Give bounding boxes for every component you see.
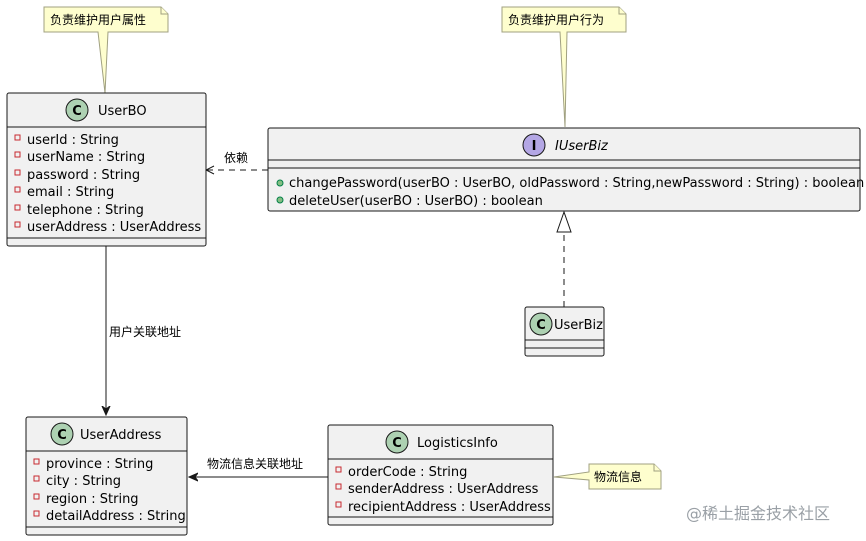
class-userbiz[interactable]: C UserBiz: [524, 306, 605, 357]
field: email : String: [27, 185, 114, 200]
class-logisticsinfo[interactable]: C LogisticsInfo orderCode : String sende…: [327, 424, 554, 526]
userbo-class-name: UserBO: [98, 104, 147, 119]
field: recipientAddress : UserAddress: [348, 500, 551, 515]
svg-text:I: I: [532, 139, 537, 154]
logisticsinfo-class-name: LogisticsInfo: [417, 436, 498, 451]
method: changePassword(userBO : UserBO, oldPassw…: [289, 176, 864, 191]
class-icon: [385, 430, 409, 454]
field: userAddress : UserAddress: [27, 220, 201, 235]
svg-text:C: C: [57, 428, 67, 443]
note-iuserbiz-text: 负责维护用户行为: [508, 12, 604, 27]
class-icon: [50, 422, 74, 446]
userbo-address-association: 用户关联地址: [106, 246, 181, 415]
userbo-address-label: 用户关联地址: [109, 324, 181, 339]
userbo-fields: userId : String userName : String passwo…: [14, 133, 201, 235]
class-useraddress[interactable]: C UserAddress province : String city : S…: [25, 416, 188, 536]
logistics-address-label: 物流信息关联地址: [207, 456, 303, 471]
interface-icon: [522, 133, 546, 157]
interface-iuserbiz[interactable]: I IUserBiz changePassword(userBO : UserB…: [267, 127, 864, 212]
svg-text:C: C: [392, 436, 402, 451]
watermark: @稀土掘金技术社区: [686, 504, 830, 523]
class-userbo[interactable]: C UserBO userId : String userName : Stri…: [6, 92, 207, 247]
note-logistics-text: 物流信息: [594, 469, 642, 484]
useraddress-fields: province : String city : String region :…: [33, 457, 186, 524]
logisticsinfo-fields: orderCode : String senderAddress : UserA…: [335, 465, 551, 515]
field: senderAddress : UserAddress: [348, 482, 539, 497]
field: region : String: [46, 492, 139, 507]
useraddress-class-name: UserAddress: [80, 428, 162, 443]
field: telephone : String: [27, 203, 144, 218]
logistics-address-association: 物流信息关联地址: [189, 456, 328, 477]
iuserbiz-interface-name: IUserBiz: [555, 139, 609, 154]
note-iuserbiz: 负责维护用户行为: [501, 6, 627, 128]
iuserbiz-methods: changePassword(userBO : UserBO, oldPassw…: [276, 176, 864, 209]
field: password : String: [27, 168, 140, 183]
note-logistics: 物流信息: [553, 463, 662, 490]
note-userbo: 负责维护用户属性: [43, 6, 169, 94]
field: detailAddress : String: [46, 509, 186, 524]
dependency-label: 依赖: [224, 150, 248, 165]
field: userId : String: [27, 133, 119, 148]
dependency-relation: 依赖: [206, 150, 268, 170]
svg-text:C: C: [72, 104, 82, 119]
field: province : String: [46, 457, 153, 472]
userbiz-class-name: UserBiz: [554, 318, 603, 333]
class-icon: [65, 98, 89, 122]
field: city : String: [46, 474, 121, 489]
field: userName : String: [27, 150, 145, 165]
class-icon: [529, 312, 553, 336]
svg-text:C: C: [536, 318, 546, 333]
note-userbo-text: 负责维护用户属性: [50, 12, 146, 27]
field: orderCode : String: [348, 465, 467, 480]
realization-relation: [556, 210, 572, 307]
method: deleteUser(userBO : UserBO) : boolean: [289, 194, 543, 209]
